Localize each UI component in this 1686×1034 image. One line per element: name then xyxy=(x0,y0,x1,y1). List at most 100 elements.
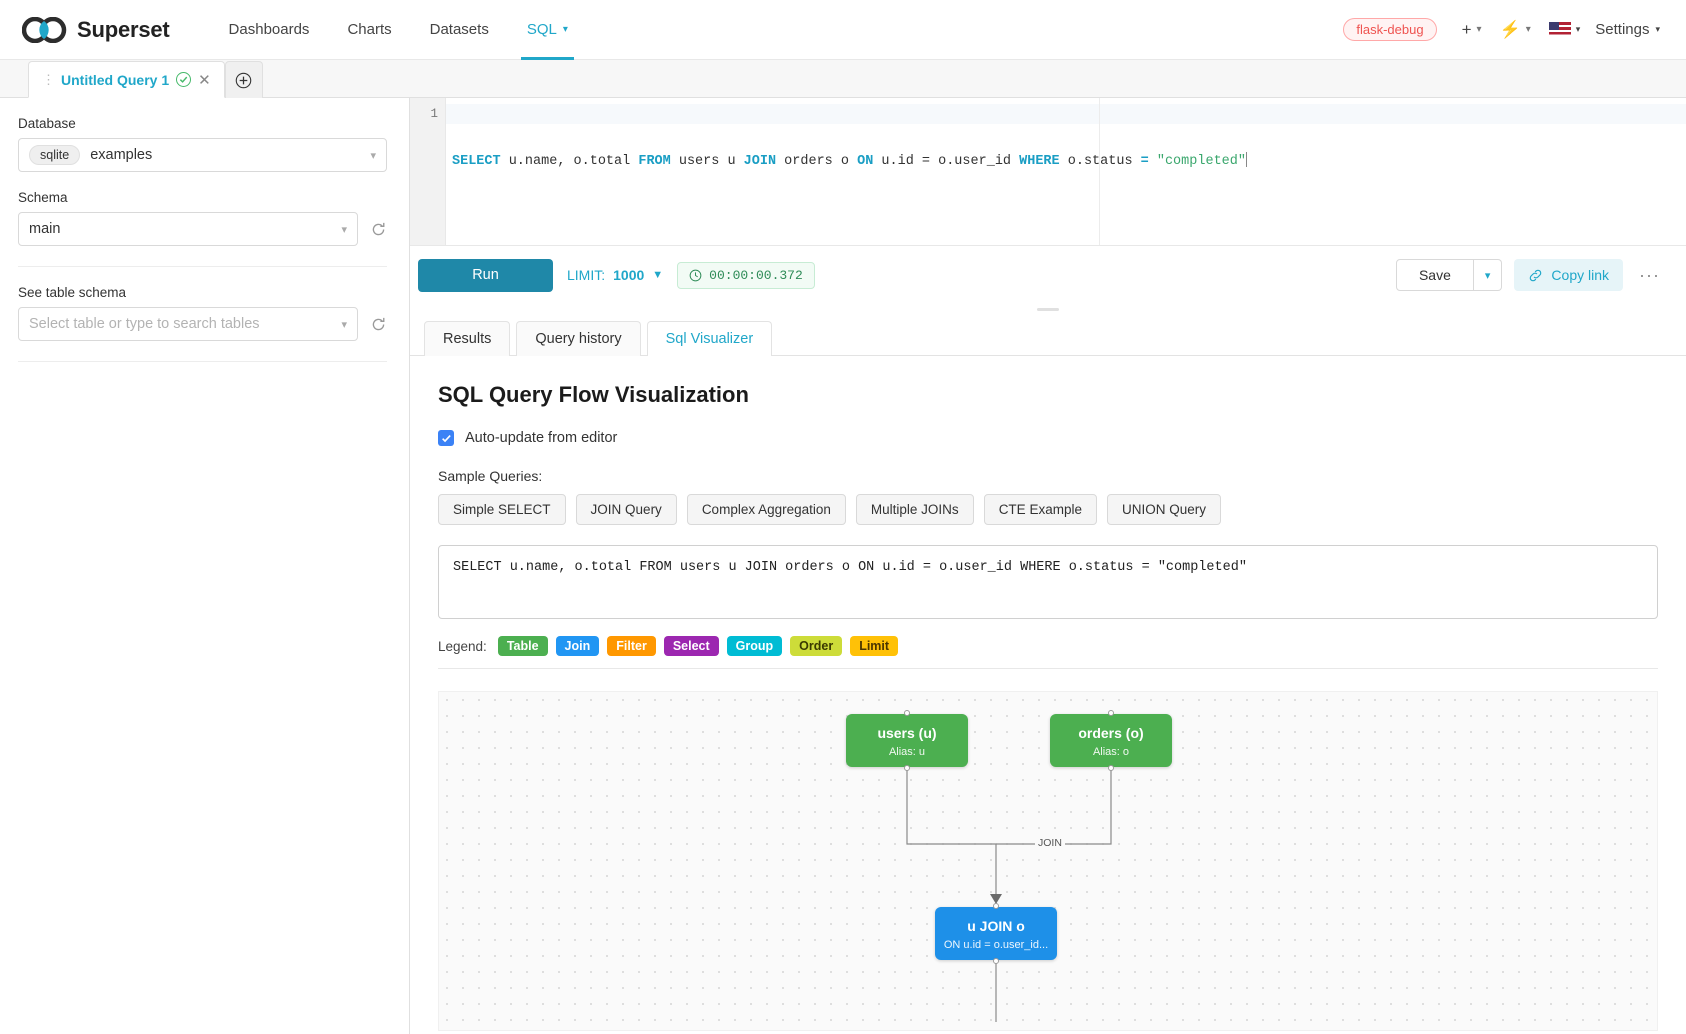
query-tab[interactable]: ⋮ Untitled Query 1 ✕ xyxy=(28,61,225,98)
nav-label: Dashboards xyxy=(228,21,310,38)
left-panel: Database sqlite examples ▾ Schema main ▾ xyxy=(0,98,410,1034)
flow-edges xyxy=(906,767,1112,1022)
sql-token: u.id = o.user_id xyxy=(873,154,1020,169)
database-label: Database xyxy=(18,116,76,131)
schema-label: Schema xyxy=(18,190,68,205)
toolbar-right: Save ▾ Copy link ··· xyxy=(1395,259,1664,291)
nav-link-sql[interactable]: SQL ▾ xyxy=(508,0,587,60)
sample-simple-select-button[interactable]: Simple SELECT xyxy=(438,494,566,525)
table-select[interactable]: Select table or type to search tables ▾ xyxy=(18,307,358,341)
flow-canvas[interactable]: JOIN users (u) Alias: u orders (o) Alias… xyxy=(438,691,1658,1031)
port-bottom-icon xyxy=(904,765,910,771)
bolt-icon[interactable]: ⚡▾ xyxy=(1499,19,1531,39)
node-users[interactable]: users (u) Alias: u xyxy=(846,710,968,771)
sample-union-query-button[interactable]: UNION Query xyxy=(1106,494,1221,525)
close-icon[interactable]: ✕ xyxy=(198,71,211,89)
link-icon xyxy=(1530,269,1542,281)
query-timer: 00:00:00.372 xyxy=(677,261,815,289)
editor-fold-line xyxy=(1099,98,1100,245)
chevron-down-icon: ▾ xyxy=(341,318,347,331)
schema-select[interactable]: main ▾ xyxy=(18,212,358,246)
limit-value: 1000 xyxy=(613,267,645,283)
sample-queries-label: Sample Queries: xyxy=(438,468,543,484)
node-title: orders (o) xyxy=(1078,725,1144,741)
tab-results[interactable]: Results xyxy=(424,321,511,356)
copy-link-button[interactable]: Copy link xyxy=(1514,259,1624,291)
active-line-highlight xyxy=(446,104,1686,124)
node-orders[interactable]: orders (o) Alias: o xyxy=(1050,710,1172,771)
save-button[interactable]: Save xyxy=(1395,259,1474,291)
clock-icon xyxy=(689,269,702,281)
sql-token: WHERE xyxy=(1019,154,1060,169)
tab-query-history[interactable]: Query history xyxy=(516,321,641,356)
sql-token: ON xyxy=(857,154,874,169)
sample-join-query-button[interactable]: JOIN Query xyxy=(575,494,677,525)
chevron-down-icon: ▾ xyxy=(1476,24,1482,35)
run-button[interactable]: Run xyxy=(418,258,553,292)
sample-cte-example-button[interactable]: CTE Example xyxy=(983,494,1097,525)
sql-token: o.status xyxy=(1059,154,1141,169)
database-field: Database sqlite examples ▾ xyxy=(18,116,387,172)
refresh-tables-icon[interactable] xyxy=(370,316,387,333)
query-tab-title: Untitled Query 1 xyxy=(61,71,170,88)
nav-link-charts[interactable]: Charts xyxy=(328,0,410,59)
sample-complex-aggregation-button[interactable]: Complex Aggregation xyxy=(686,494,846,525)
drag-handle-icon[interactable]: ⋮ xyxy=(42,71,55,87)
more-options-icon[interactable]: ··· xyxy=(1639,264,1660,285)
editor-toolbar: Run LIMIT: 1000 ▼ 00:00:00.372 Save ▾ xyxy=(410,246,1686,304)
auto-update-row: Auto-update from editor xyxy=(438,430,1658,446)
nav-links: Dashboards Charts Datasets SQL ▾ xyxy=(210,0,587,60)
brand-name: Superset xyxy=(77,16,170,42)
divider xyxy=(18,266,387,267)
table-placeholder: Select table or type to search tables xyxy=(29,316,260,332)
nav-link-dashboards[interactable]: Dashboards xyxy=(210,0,329,59)
limit-label: LIMIT: xyxy=(567,267,606,283)
caret-down-icon: ▼ xyxy=(652,269,664,281)
editor-code[interactable]: SELECT u.name, o.total FROM users u JOIN… xyxy=(446,98,1686,245)
node-title: users (u) xyxy=(877,725,937,741)
tab-label: Query history xyxy=(535,331,622,347)
schema-value: main xyxy=(29,221,61,237)
schema-field: Schema main ▾ xyxy=(18,190,387,246)
check-icon xyxy=(441,434,451,442)
sql-editor[interactable]: 1 SELECT u.name, o.total FROM users u JO… xyxy=(410,98,1686,246)
sql-token: FROM xyxy=(638,154,671,169)
page-title: SQL Query Flow Visualization xyxy=(438,382,749,407)
settings-menu[interactable]: Settings ▾ xyxy=(1591,15,1664,44)
sample-multiple-joins-button[interactable]: Multiple JOINs xyxy=(855,494,974,525)
pane-resize-handle[interactable] xyxy=(410,304,1686,314)
limit-dropdown[interactable]: LIMIT: 1000 ▼ xyxy=(567,267,663,283)
auto-update-checkbox[interactable] xyxy=(438,430,454,446)
node-subtitle: Alias: o xyxy=(1092,746,1130,758)
brand[interactable]: Superset xyxy=(22,16,170,43)
us-flag-icon xyxy=(1548,22,1571,37)
database-select[interactable]: sqlite examples ▾ xyxy=(18,138,387,172)
nav-link-datasets[interactable]: Datasets xyxy=(411,0,508,59)
legend-item-limit: Limit xyxy=(850,636,899,656)
tab-sql-visualizer[interactable]: Sql Visualizer xyxy=(646,321,773,356)
plus-circle-icon xyxy=(235,72,252,88)
save-dropdown-button[interactable]: ▾ xyxy=(1473,259,1503,291)
superset-logo-icon xyxy=(22,16,67,43)
port-bottom-icon xyxy=(993,958,999,964)
add-tab-button[interactable] xyxy=(224,61,263,98)
editor-gutter: 1 xyxy=(410,98,446,245)
flag-icon[interactable]: ▾ xyxy=(1542,16,1588,43)
visualizer-sql-input[interactable] xyxy=(438,545,1658,619)
table-schema-field: See table schema Select table or type to… xyxy=(18,285,387,341)
timer-value: 00:00:00.372 xyxy=(709,267,803,283)
refresh-schema-icon[interactable] xyxy=(370,221,387,238)
chevron-down-icon: ▾ xyxy=(370,149,376,162)
chevron-down-icon: ▾ xyxy=(562,24,568,35)
port-top-icon xyxy=(904,710,910,716)
node-join[interactable]: u JOIN o ON u.id = o.user_id... xyxy=(935,903,1057,964)
legend-item-filter: Filter xyxy=(607,636,656,656)
node-subtitle: Alias: u xyxy=(888,746,926,758)
legend-item-group: Group xyxy=(726,636,783,656)
sql-token: orders o xyxy=(776,154,858,169)
plus-icon[interactable]: +▾ xyxy=(1461,19,1482,39)
settings-label: Settings xyxy=(1595,21,1650,38)
legend-item-select: Select xyxy=(663,636,719,656)
nav-label: SQL xyxy=(526,21,557,38)
port-bottom-icon xyxy=(1108,765,1114,771)
